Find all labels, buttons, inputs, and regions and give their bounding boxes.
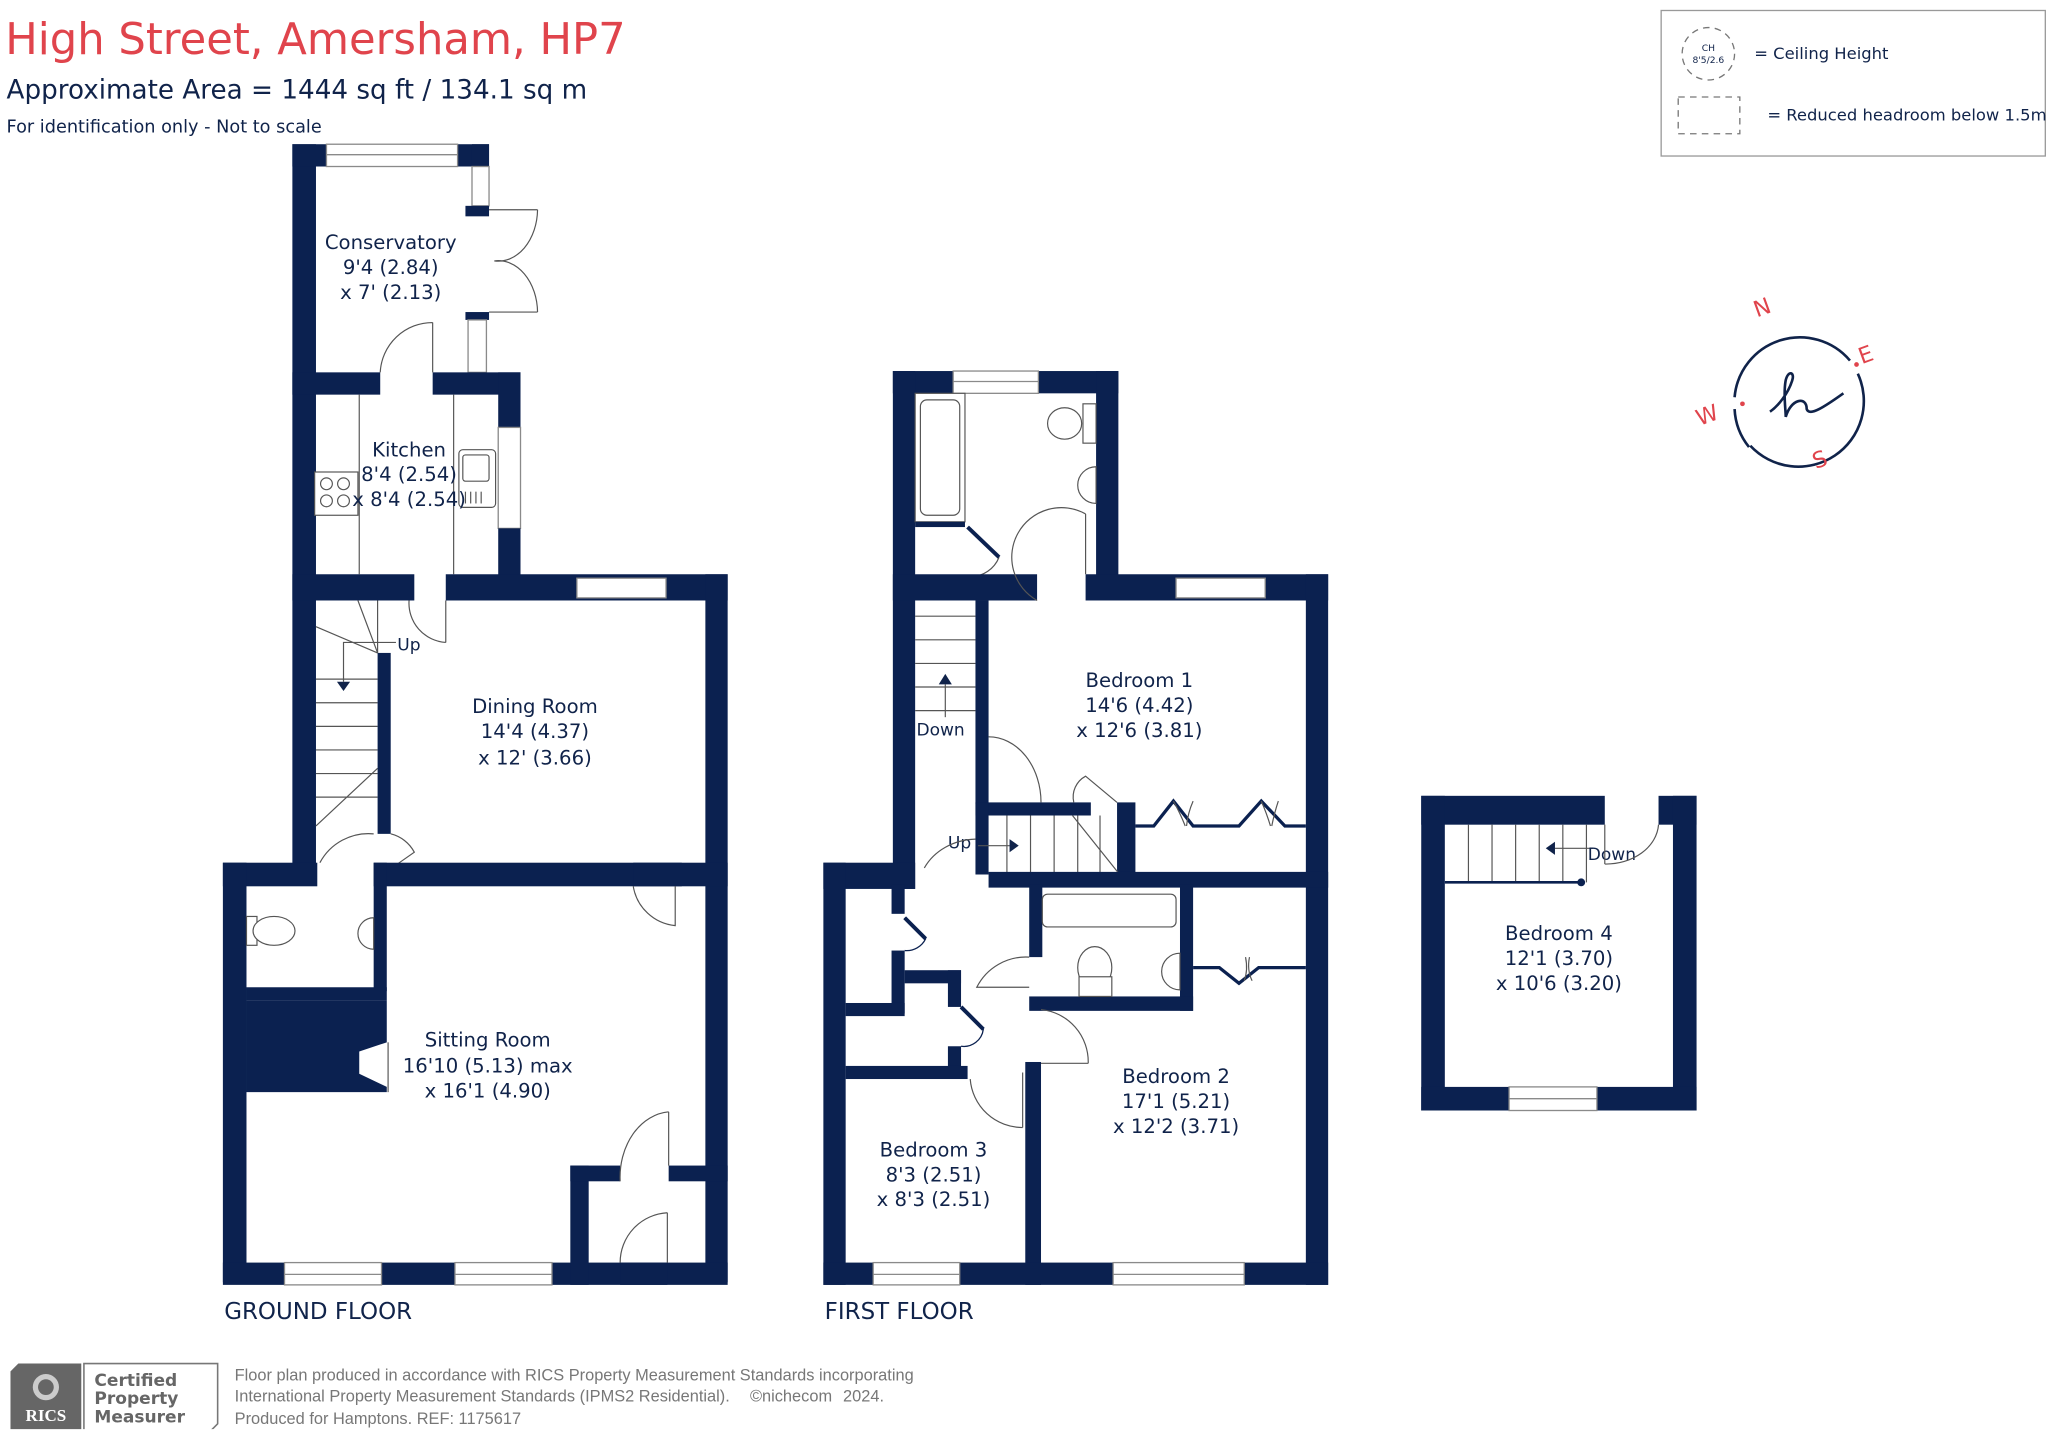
room-dim: 17'1 (5.21) — [1122, 1090, 1230, 1113]
door — [1604, 824, 1660, 865]
room-dim: x 12' (3.66) — [478, 746, 592, 769]
room-dim: x 7' (2.13) — [340, 281, 441, 304]
legend-box: CH 8'5/2.6 = Ceiling Height = Reduced he… — [1660, 9, 2047, 157]
stair-down-label: Down — [916, 721, 964, 741]
door — [408, 600, 447, 644]
room-dim: 8'4 (2.54) — [361, 463, 457, 486]
footer-year: 2024. — [843, 1388, 884, 1406]
footer-disclaimer-line1: Floor plan produced in accordance with R… — [235, 1367, 914, 1385]
window — [576, 577, 667, 599]
rics-brand: RICS — [26, 1406, 67, 1425]
room-dim: 9'4 (2.84) — [343, 256, 439, 279]
compass-north: N — [1750, 293, 1775, 323]
first-floor-label: FIRST FLOOR — [825, 1299, 974, 1325]
front-door — [619, 1212, 668, 1263]
room-dim: x 8'4 (2.54) — [352, 488, 466, 511]
ground-floor-plan: Up GROUND FLOOR — [222, 143, 728, 1325]
reduced-headroom-icon — [1677, 96, 1741, 135]
legend-headroom-label: = Reduced headroom below 1.5m — [1767, 106, 2046, 125]
basin-icon — [1161, 952, 1181, 991]
ground-floor-label: GROUND FLOOR — [224, 1299, 412, 1325]
stair-up-label: Up — [948, 833, 971, 853]
stair-down-label: Down — [1588, 845, 1636, 865]
chimney-breast — [246, 1000, 387, 1093]
room-dim: 16'10 (5.13) max — [403, 1054, 573, 1077]
nichecom-logo: ©nichecom — [750, 1388, 832, 1406]
room-name-bedroom-1: Bedroom 1 — [1086, 669, 1194, 692]
toilet-icon — [1046, 403, 1097, 444]
room-name-kitchen: Kitchen — [372, 438, 446, 461]
staircase: Down — [915, 600, 989, 804]
basin-icon — [357, 917, 375, 950]
basin-icon — [1077, 466, 1097, 505]
room-dim: 12'1 (3.70) — [1505, 947, 1613, 970]
room-dim: 14'4 (4.37) — [481, 720, 589, 743]
door — [1040, 1008, 1089, 1064]
ceiling-symbol-value: 8'5/2.6 — [1692, 55, 1724, 66]
staircase: Down — [1444, 824, 1636, 887]
door — [632, 886, 676, 927]
second-floor-plan: Down Bedroom 4 12'1 (3.70) x 10'6 (3.20) — [1421, 795, 1697, 1112]
rics-lion-icon — [32, 1374, 59, 1401]
bathtub-icon — [1041, 893, 1177, 928]
door — [1011, 507, 1087, 601]
door — [969, 1072, 1024, 1129]
door — [619, 1111, 670, 1182]
wardrobe — [1193, 965, 1306, 986]
cupboard-door — [1072, 775, 1118, 803]
room-dim: 8'3 (2.51) — [886, 1163, 982, 1186]
room-dim: x 16'1 (4.90) — [425, 1079, 551, 1102]
room-name-bedroom-3: Bedroom 3 — [880, 1138, 988, 1161]
room-dim: x 12'6 (3.81) — [1076, 719, 1202, 742]
logo-signature-icon — [1769, 372, 1845, 418]
toilet-icon — [245, 915, 296, 946]
room-dim: x 10'6 (3.20) — [1496, 972, 1622, 995]
compass-west: W — [1692, 400, 1722, 432]
room-dim: 14'6 (4.42) — [1085, 694, 1193, 717]
staircase-up: Up — [923, 815, 1121, 875]
window — [1175, 577, 1266, 599]
scale-disclaimer: For identification only - Not to scale — [7, 117, 322, 137]
room-name-conservatory: Conservatory — [325, 231, 457, 254]
stair-up-label: Up — [397, 635, 420, 655]
door — [319, 833, 374, 863]
compass-icon: N E S W — [1692, 293, 1876, 475]
room-dim: x 12'2 (3.71) — [1113, 1115, 1239, 1138]
legend-ceiling-label: = Ceiling Height — [1754, 44, 1889, 63]
staircase: Up — [315, 600, 421, 827]
first-floor-plan: Down Up — [823, 370, 1329, 1325]
badge-line: Measurer — [94, 1408, 185, 1428]
french-door — [489, 209, 539, 313]
room-dim: x 8'3 (2.51) — [877, 1188, 991, 1211]
property-title: High Street, Amersham, HP7 — [5, 15, 625, 65]
ceiling-height-icon: CH 8'5/2.6 — [1681, 26, 1736, 81]
badge-line: Certified — [94, 1371, 177, 1391]
badge-line: Property — [94, 1389, 178, 1409]
rics-badge: RICS Certified Property Measurer — [10, 1362, 219, 1430]
room-name-sitting-room: Sitting Room — [425, 1028, 551, 1051]
door — [379, 321, 434, 373]
ceiling-symbol-ch: CH — [1702, 43, 1715, 54]
room-name-bedroom-2: Bedroom 2 — [1122, 1065, 1230, 1088]
toilet-icon — [1077, 946, 1113, 998]
footer-disclaimer-line2: International Property Measurement Stand… — [235, 1388, 730, 1406]
footer-reference: Produced for Hamptons. REF: 1175617 — [235, 1410, 521, 1428]
sink-icon — [458, 449, 497, 508]
area-summary: Approximate Area = 1444 sq ft / 134.1 sq… — [7, 75, 588, 105]
wardrobe — [1135, 798, 1306, 828]
door — [975, 956, 1030, 988]
hob-icon — [314, 471, 359, 516]
bathtub-icon — [914, 392, 966, 523]
door — [988, 736, 1042, 803]
room-name-dining-room: Dining Room — [472, 695, 598, 718]
door — [387, 833, 416, 872]
room-name-bedroom-4: Bedroom 4 — [1505, 922, 1613, 945]
compass-south: S — [1809, 446, 1831, 475]
